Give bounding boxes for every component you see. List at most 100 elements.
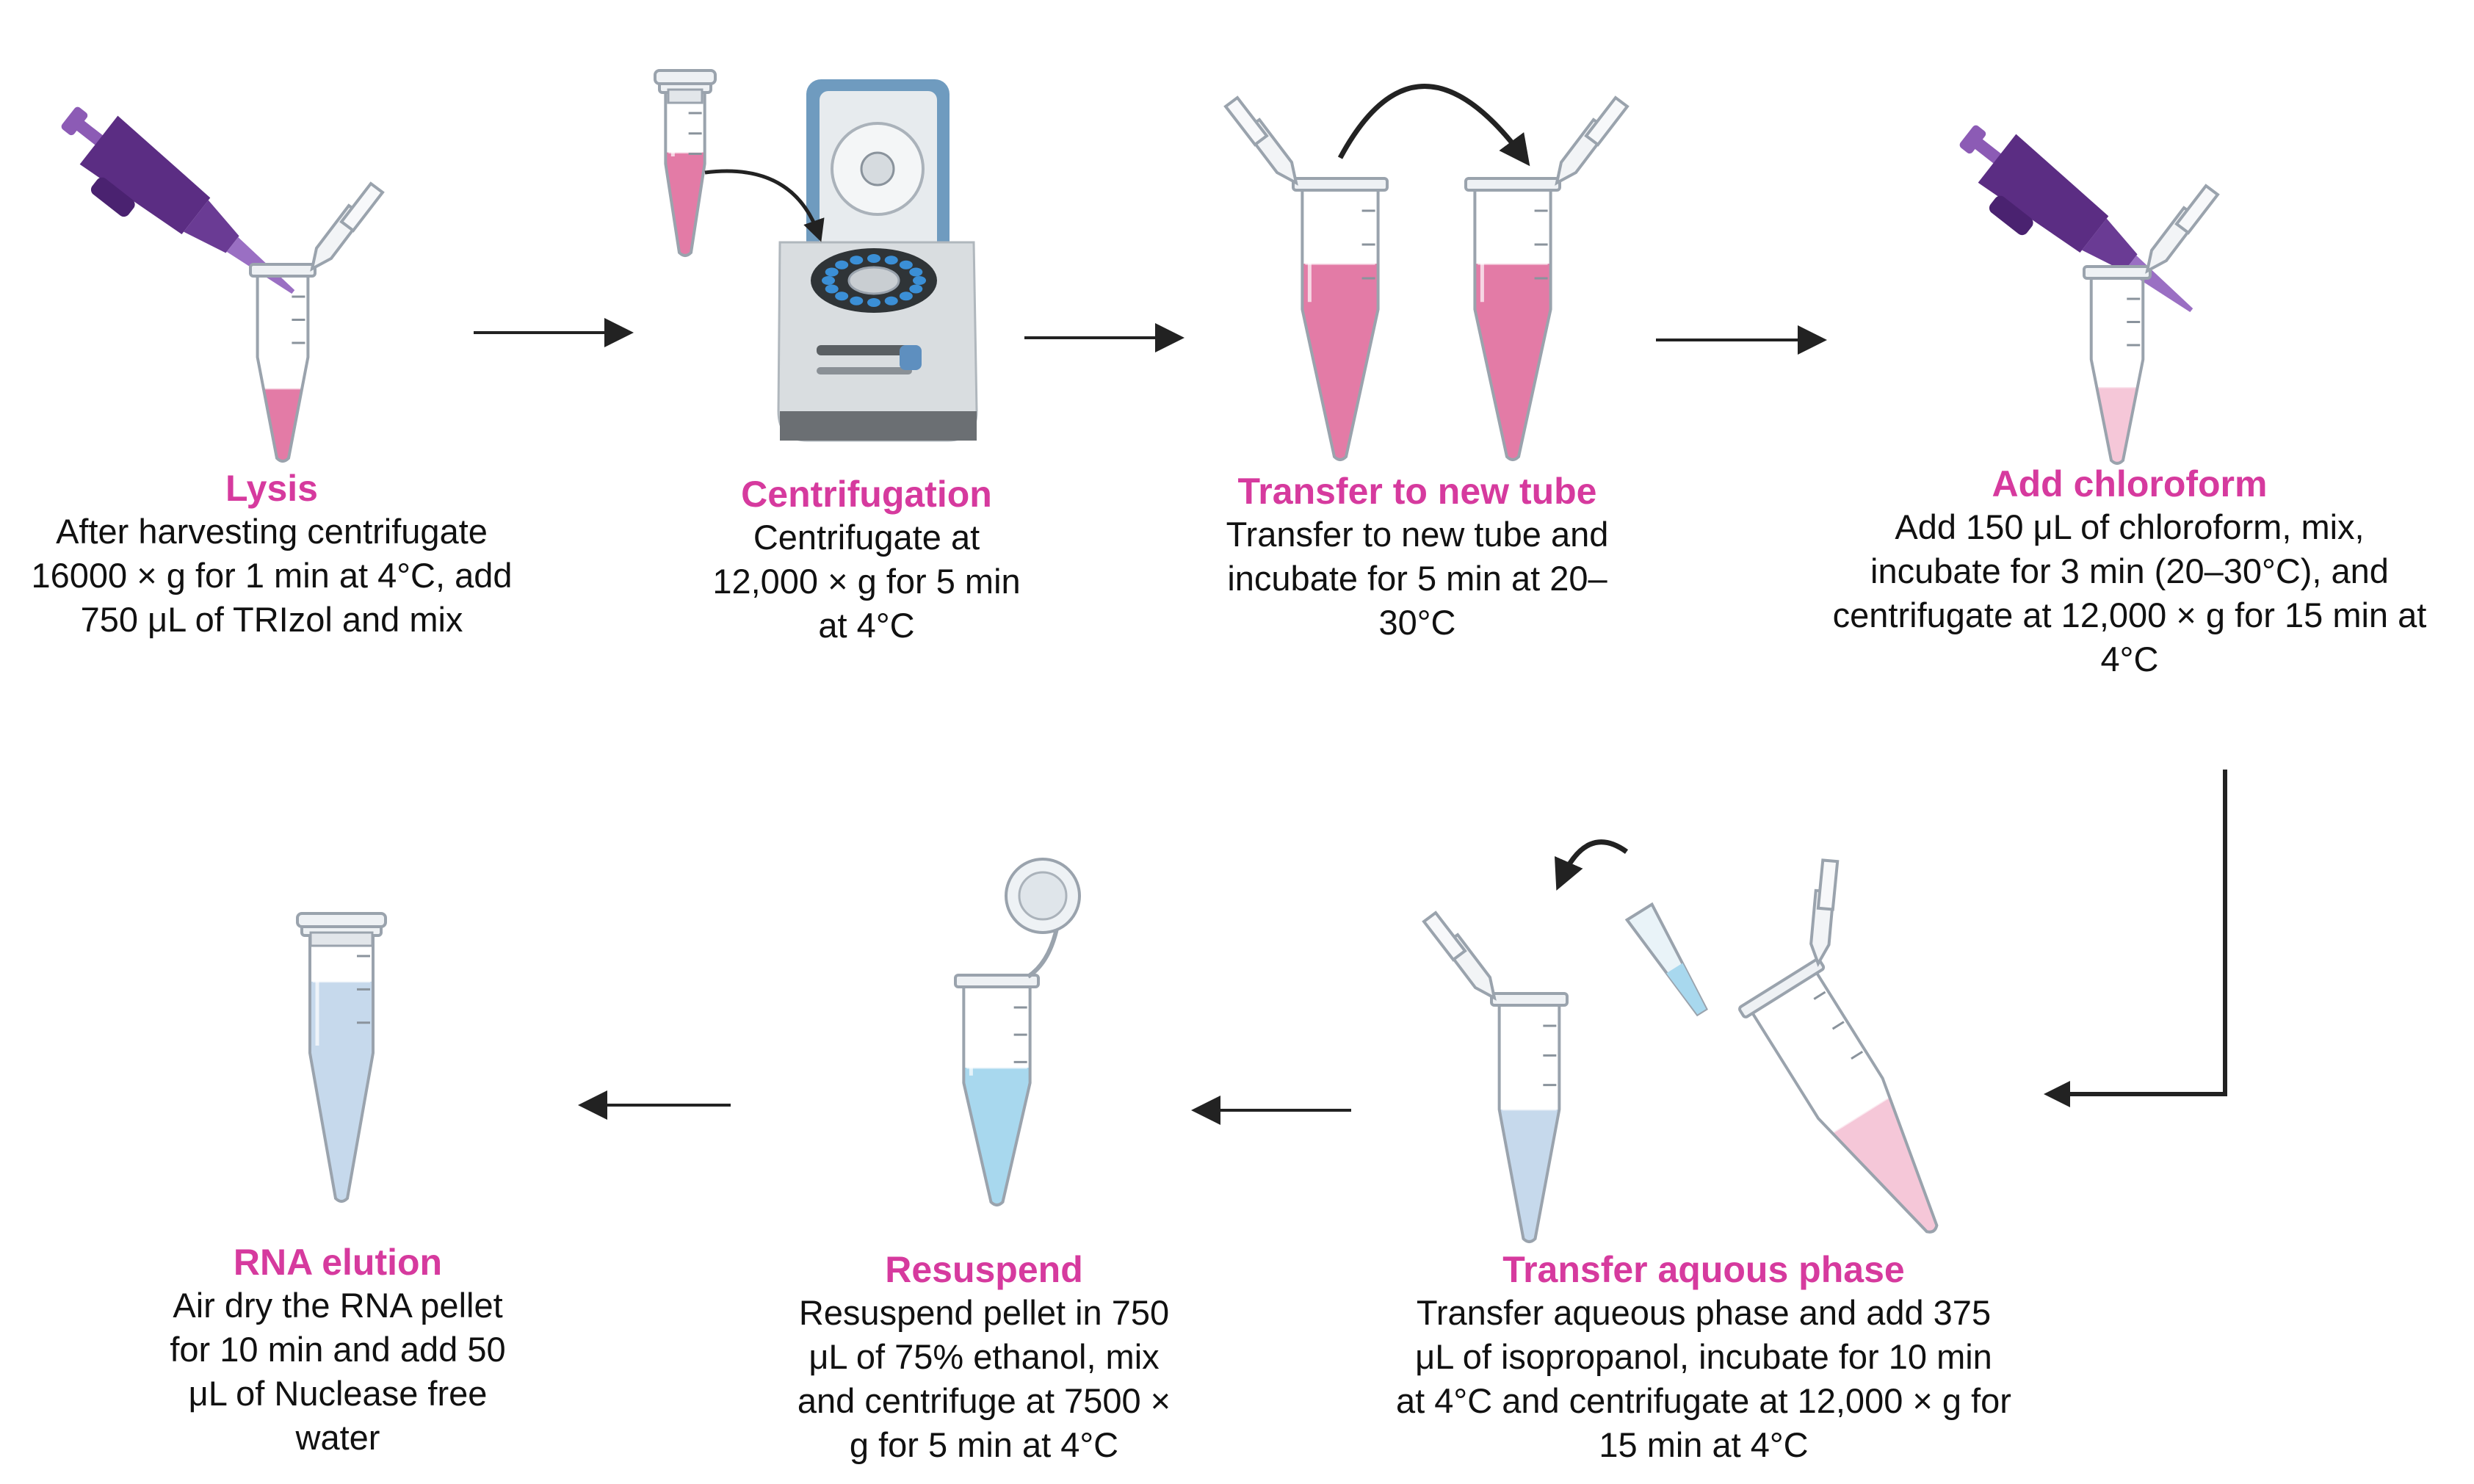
step-description: Resuspend pellet in 750 μL of 75% ethano… <box>756 1291 1212 1467</box>
tube-body <box>1749 969 1939 1234</box>
desc-line: 12,000 × g for 5 min <box>712 562 1021 601</box>
tube-body <box>1301 187 1380 461</box>
tube-lid-cap <box>1422 911 1467 962</box>
desc-line: 30°C <box>1378 603 1456 642</box>
tube-liquid <box>963 1068 1030 1205</box>
tube-rim <box>1464 177 1561 192</box>
rotor-slot <box>850 256 864 265</box>
step-description: After harvesting centrifugate 16000 × g … <box>0 510 543 642</box>
graduation-mark <box>1813 991 1826 1000</box>
rotor-slot <box>850 296 864 305</box>
pipette-icon <box>61 106 295 294</box>
aqueous-tube-icon <box>1422 911 1569 1243</box>
pipette-shaft <box>2082 218 2138 272</box>
tube-lid-cap <box>1816 858 1840 911</box>
tube-body <box>256 273 310 463</box>
tube-highlight <box>1760 1013 1823 1110</box>
tube-rim <box>249 263 317 278</box>
tube-rim <box>2083 265 2152 280</box>
pipette-body <box>79 115 211 234</box>
tip-liquid <box>1666 963 1707 1015</box>
pipette-shaft <box>184 200 239 253</box>
destination-tube-icon <box>1464 95 1630 461</box>
tube-lid-cap <box>1223 95 1269 147</box>
desc-line: μL of Nuclease free <box>188 1374 488 1413</box>
desc-line: for 10 min and add 50 <box>170 1330 506 1369</box>
load-arrow-icon <box>704 169 825 242</box>
step-title: Resuspend <box>885 1249 1083 1290</box>
tube-body <box>308 933 375 1203</box>
desc-line: Transfer aqueous phase and add 375 <box>1416 1293 1992 1332</box>
centrifuge-base <box>780 411 977 441</box>
rotor-slot <box>867 254 880 263</box>
sample-tube-icon <box>654 69 717 257</box>
desc-line: μL of isopropanol, incubate for 10 min <box>1415 1337 1992 1376</box>
tube-body <box>2089 275 2145 465</box>
desc-line: g for 5 min at 4°C <box>849 1425 1119 1464</box>
tube-rim <box>1292 177 1389 192</box>
step-rna-elution: RNA elution Air dry the RNA pellet for 1… <box>129 1241 547 1460</box>
tube-body <box>962 984 1032 1206</box>
desc-line: 4°C <box>2100 640 2159 678</box>
tube-lid-hinge <box>1027 924 1060 979</box>
tube-rim <box>1490 992 1569 1007</box>
rotor-slot <box>909 267 923 277</box>
step-transfer-aqueous-phase: Transfer aquous phase Transfer aqueous p… <box>1344 1248 2064 1467</box>
source-tube-icon <box>1223 95 1389 461</box>
lysis-tube-icon <box>249 181 385 463</box>
desc-line: 15 min at 4°C <box>1599 1425 1809 1464</box>
desc-line: and centrifuge at 7500 × <box>797 1381 1171 1420</box>
rotor-slot <box>899 292 913 301</box>
tube-lid-cap <box>2174 184 2220 235</box>
step-transfer-new-tube: Transfer to new tube Transfer to new tub… <box>1160 470 1674 645</box>
step-lysis: Lysis After harvesting centrifugate 1600… <box>0 467 543 642</box>
tube-lid <box>654 69 717 85</box>
tube-liquid <box>1475 264 1551 460</box>
step-title: RNA elution <box>233 1242 443 1283</box>
pipette-grip <box>1989 195 2033 236</box>
step-description: Air dry the RNA pellet for 10 min and ad… <box>129 1284 547 1460</box>
tube-lid-plug <box>667 88 704 104</box>
centrifuge-display <box>817 345 912 355</box>
rotor-slot <box>884 256 898 265</box>
tube-rim <box>954 974 1040 988</box>
centrifuge-button <box>900 345 922 370</box>
desc-line: centrifugate at 12,000 × g for 15 min at <box>1832 596 2427 634</box>
rotor-slot <box>909 284 923 294</box>
pipette-body <box>1978 134 2109 253</box>
tube-liquid <box>1499 1110 1560 1242</box>
rotor-slot <box>835 260 849 269</box>
desc-line: incubate for 5 min at 20– <box>1227 559 1607 598</box>
flow-arrow-icon <box>2044 770 2227 1107</box>
step-title: Transfer aquous phase <box>1502 1249 1905 1290</box>
step-description: Transfer aqueous phase and add 375 μL of… <box>1344 1291 2064 1467</box>
tube-lid <box>296 912 387 928</box>
centrifuge-panel-line <box>817 367 912 374</box>
step-title: Add chloroform <box>1992 463 2268 504</box>
step-resuspend: Resuspend Resuspend pellet in 750 μL of … <box>756 1248 1212 1467</box>
tube-lid-plug <box>309 931 374 947</box>
desc-line: 16000 × g for 1 min at 4°C, add <box>31 556 513 595</box>
desc-line: at 4°C <box>818 606 915 645</box>
pipette-stem <box>1973 138 2003 165</box>
desc-line: Air dry the RNA pellet <box>173 1286 503 1325</box>
rotor-slot <box>825 284 839 294</box>
tube-liquid <box>1302 264 1378 460</box>
tube-liquid <box>665 152 705 256</box>
tube-rim <box>1738 958 1826 1018</box>
transfer-arrow-icon <box>1554 839 1629 891</box>
pipette-stem <box>75 120 105 147</box>
rotor-slot <box>899 260 913 269</box>
resuspend-tube-icon <box>954 858 1081 1206</box>
step-centrifugation: Centrifugation Centrifugate at 12,000 × … <box>646 473 1087 648</box>
transfer-arrow-icon <box>1337 84 1530 167</box>
graduation-mark <box>1831 1021 1845 1030</box>
desc-line: 750 μL of TRIzol and mix <box>80 600 463 639</box>
desc-line: Transfer to new tube and <box>1226 515 1609 554</box>
centrifuge-lid-hub <box>860 151 895 187</box>
elution-tube-icon <box>296 912 387 1203</box>
desc-line: at 4°C and centrifugate at 12,000 × g fo… <box>1396 1381 2011 1420</box>
pipette-plunger <box>1959 125 1986 154</box>
